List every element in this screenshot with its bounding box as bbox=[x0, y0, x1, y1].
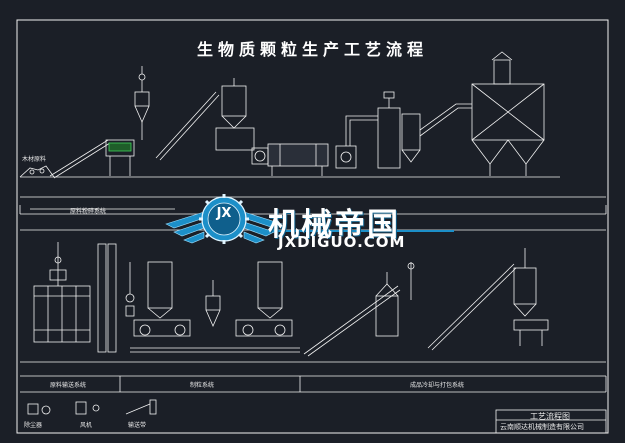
raw-material-label: 木材原料 bbox=[22, 156, 47, 163]
bucket-elevators bbox=[97, 243, 117, 353]
top-band-label: 原料粉碎系统 bbox=[70, 208, 107, 215]
storage-bin-1 bbox=[215, 78, 255, 151]
legend-label-1: 除尘器 bbox=[24, 422, 43, 429]
collector-pipe bbox=[419, 103, 472, 137]
inclined-conveyor-to-cooler bbox=[303, 285, 401, 357]
title-block bbox=[495, 409, 607, 434]
watermark-badge-text: JX bbox=[216, 206, 232, 221]
feed-conveyor-2 bbox=[155, 91, 220, 161]
watermark-brand: 机械帝国 bbox=[268, 207, 400, 243]
watermark-emblem bbox=[165, 194, 454, 244]
pellet-mill-line-1 bbox=[125, 261, 191, 337]
drawing-title: 生物质颗粒生产工艺流程 bbox=[196, 40, 428, 59]
inclined-conveyor-to-packing bbox=[427, 263, 517, 351]
pellet-mill-line-2 bbox=[235, 261, 293, 337]
bottom-section-bands bbox=[20, 375, 607, 393]
cyclone-2 bbox=[205, 280, 221, 327]
title-block-drawing-name: 工艺流程图 bbox=[530, 412, 570, 421]
raw-material-pile bbox=[19, 165, 55, 178]
legend-label-3: 输送带 bbox=[128, 422, 147, 429]
counterflow-cooler bbox=[375, 262, 415, 337]
bottom-band-label-3: 成品冷却与打包系统 bbox=[410, 382, 465, 389]
raw-material-silos bbox=[33, 242, 91, 343]
legend-symbols bbox=[27, 399, 157, 415]
watermark-domain: JXDIGUO.COM bbox=[278, 233, 406, 251]
cyclone-group bbox=[377, 91, 421, 169]
air-duct bbox=[345, 115, 378, 146]
bottom-band-label-1: 原料输送系统 bbox=[50, 382, 87, 389]
packing-machine bbox=[513, 248, 549, 346]
top-section-band bbox=[19, 196, 607, 215]
legend-label-2: 风机 bbox=[80, 422, 93, 429]
shredder bbox=[105, 139, 135, 176]
drawing-frame bbox=[16, 19, 609, 434]
pulse-dust-collector bbox=[471, 51, 545, 176]
cyclone-1 bbox=[134, 66, 150, 140]
title-block-company: 云南顺达机械制造有限公司 bbox=[500, 423, 584, 431]
hot-air-furnace bbox=[335, 145, 357, 169]
rotary-dryer bbox=[251, 143, 329, 176]
feed-conveyor-1 bbox=[49, 139, 111, 179]
bottom-band-label-2: 制粒系统 bbox=[190, 382, 215, 389]
mill-base bbox=[130, 347, 300, 353]
